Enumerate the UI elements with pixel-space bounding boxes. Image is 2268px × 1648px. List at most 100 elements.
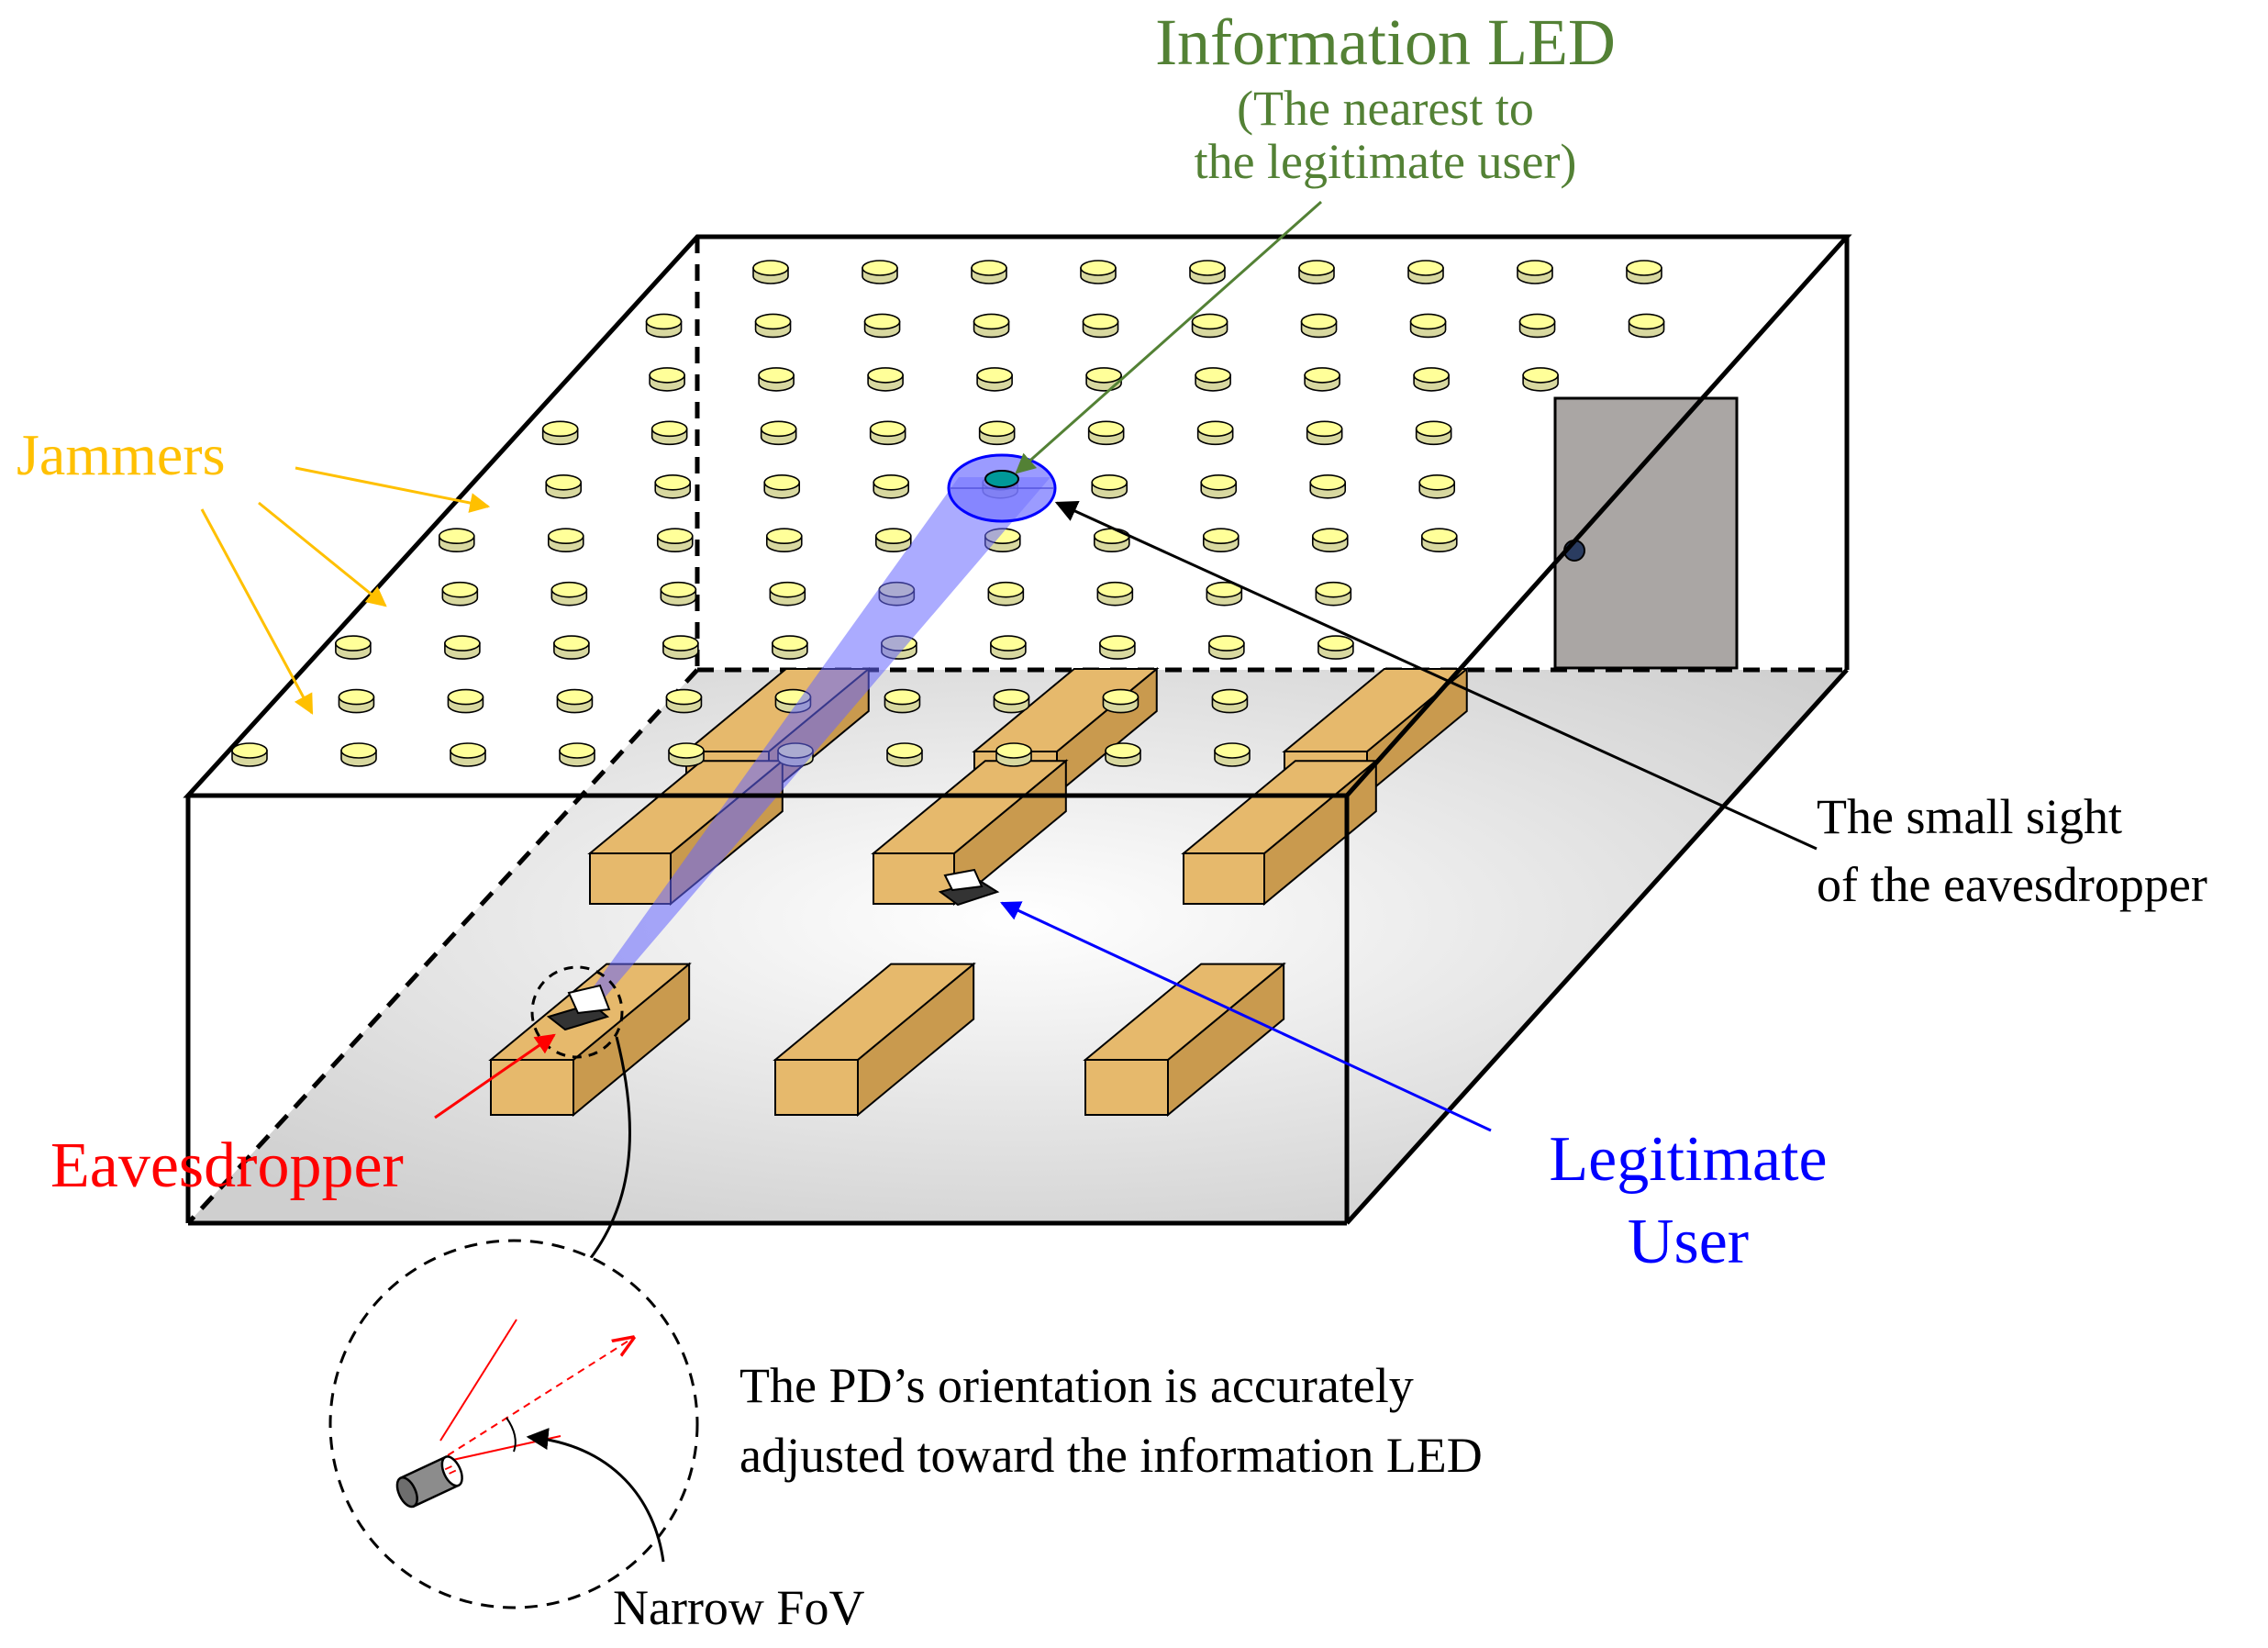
jammer-led xyxy=(1517,260,1553,284)
pd-orientation-label-2: adjusted toward the information LED xyxy=(739,1428,1483,1483)
jammer-led xyxy=(1105,742,1141,767)
info-led-arrow xyxy=(1015,200,1322,474)
pd-inset xyxy=(328,1239,699,1609)
jammer-led xyxy=(1409,313,1447,339)
jammer-led xyxy=(862,260,898,284)
jammer-led xyxy=(559,742,595,767)
jammer-led xyxy=(754,313,792,339)
jammer-led xyxy=(1413,367,1450,392)
jammer-led xyxy=(1085,367,1122,392)
jammer-led xyxy=(993,688,1030,714)
jammer-led xyxy=(1518,313,1556,339)
jammer-led xyxy=(1082,313,1119,339)
eavesdropper-device xyxy=(546,984,611,1031)
jammer-led xyxy=(1200,473,1238,499)
jammer-led xyxy=(1191,313,1228,339)
legitimate-user-label-2: User xyxy=(1628,1207,1749,1277)
jammer-led xyxy=(438,528,475,552)
jammer-led xyxy=(547,528,584,552)
jammer-led xyxy=(763,473,801,499)
jammer-led xyxy=(1211,688,1249,714)
jammer-led xyxy=(884,688,921,714)
jammer-led xyxy=(990,635,1027,660)
jammer-led xyxy=(541,420,579,446)
info-led-subtitle-2: the legitimate user) xyxy=(1195,134,1577,189)
zoom-connector xyxy=(567,1036,632,1285)
jammer-led xyxy=(1309,473,1347,499)
legitimate-user-device xyxy=(938,868,1000,907)
info-led-subtitle-1: (The nearest to xyxy=(1237,81,1534,136)
door xyxy=(1553,396,1739,670)
jammers-label: Jammers xyxy=(17,422,226,487)
jammer-led xyxy=(231,742,268,767)
jammer-led xyxy=(1298,260,1335,284)
jammer-led xyxy=(1206,581,1243,607)
jammer-led xyxy=(1628,313,1665,339)
jammer-led xyxy=(772,635,808,660)
room-edges xyxy=(183,234,1852,1226)
jammer-led xyxy=(338,688,375,714)
jammer-led xyxy=(874,528,912,552)
jammer-led xyxy=(650,420,688,446)
jammer-led xyxy=(1626,260,1662,284)
jammer-led xyxy=(668,742,705,767)
jammer-led xyxy=(867,367,904,392)
jammer-led xyxy=(758,367,795,392)
legitimate-user-arrow xyxy=(1000,901,1492,1132)
jammer-led xyxy=(987,581,1025,607)
jammer-led xyxy=(1099,635,1136,660)
jammer-led xyxy=(1087,420,1125,446)
jammer-led xyxy=(1096,581,1134,607)
info-led-title: Information LED xyxy=(1155,6,1616,79)
jammer-led xyxy=(1315,581,1352,607)
jammer-led xyxy=(1415,420,1452,446)
jammer-led xyxy=(1418,473,1456,499)
desk-slab xyxy=(1083,962,1286,1118)
jammer-led xyxy=(654,473,692,499)
jammer-led xyxy=(752,260,789,284)
jammer-led xyxy=(1102,688,1140,714)
jammer-led xyxy=(335,635,372,660)
jammer-led xyxy=(863,313,901,339)
pd-orientation-label-1: The PD’s orientation is accurately xyxy=(739,1358,1414,1413)
jammer-led xyxy=(1407,260,1444,284)
jammer-led xyxy=(1208,635,1245,660)
eavesdropper-label: Eavesdropper xyxy=(50,1130,404,1201)
jammer-led xyxy=(995,742,1032,767)
jammer-led xyxy=(662,635,699,660)
jammer-led xyxy=(665,688,703,714)
small-sight-label-1: The small sight xyxy=(1817,789,2122,844)
jammer-led xyxy=(869,420,906,446)
information-led xyxy=(984,470,1019,488)
jammer-led xyxy=(660,581,697,607)
jammer-led xyxy=(441,581,479,607)
photodetector-icon xyxy=(395,1455,463,1509)
jammer-led xyxy=(760,420,797,446)
jammer-led xyxy=(645,313,683,339)
jammer-led xyxy=(553,635,590,660)
jammer-led xyxy=(450,742,486,767)
eavesdropper-highlight xyxy=(530,965,624,1059)
jammer-led xyxy=(765,528,803,552)
jammer-led xyxy=(545,473,583,499)
narrow-fov-label: Narrow FoV xyxy=(613,1580,864,1635)
jammer-led xyxy=(340,742,377,767)
jammer-arrow-2 xyxy=(258,501,387,607)
jammer-led xyxy=(1522,367,1559,392)
eavesdropper-arrow xyxy=(434,1033,556,1119)
jammer-led xyxy=(1300,313,1338,339)
hidden-edges xyxy=(186,237,1847,1225)
jammer-led xyxy=(976,367,1013,392)
annotation-arrows xyxy=(200,200,1818,1285)
jammer-led xyxy=(1304,367,1340,392)
small-sight-label-2: of the eavesdropper xyxy=(1817,857,2207,912)
jammer-led xyxy=(886,742,923,767)
jammer-led xyxy=(769,581,806,607)
jammer-led xyxy=(1420,528,1458,552)
jammer-led xyxy=(550,581,588,607)
jammer-led xyxy=(1311,528,1349,552)
jammer-led xyxy=(649,367,685,392)
desk-slab xyxy=(773,962,976,1118)
jammer-led xyxy=(973,313,1010,339)
jammer-led xyxy=(873,473,910,499)
